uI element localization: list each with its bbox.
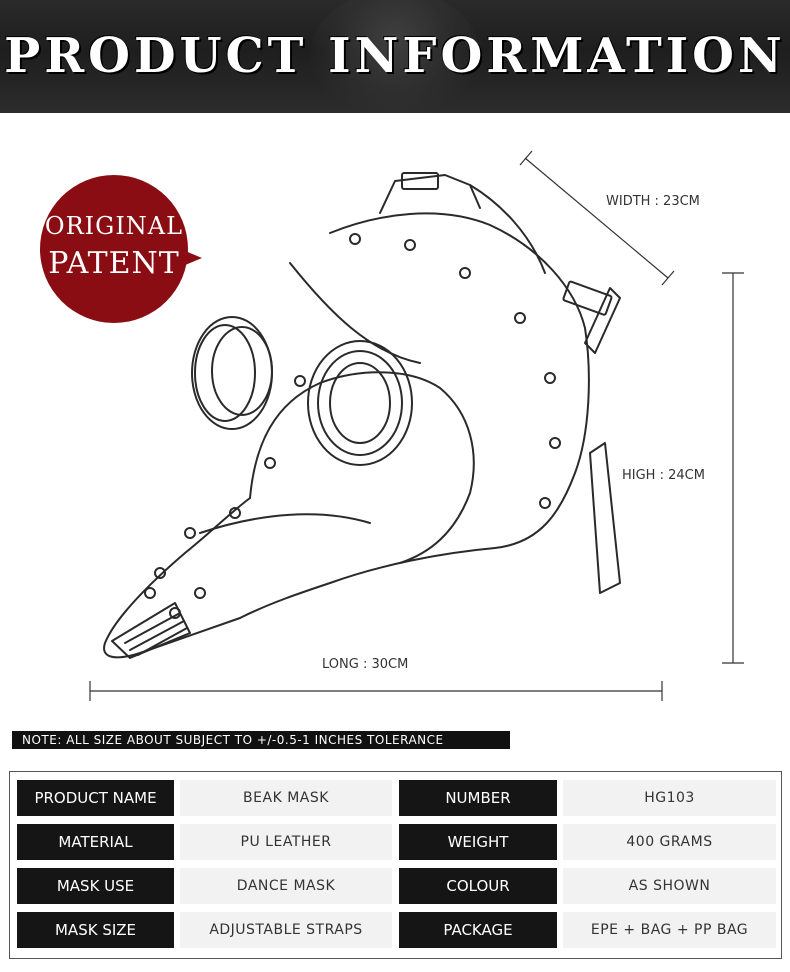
badge-pointer: [178, 248, 202, 268]
spec-value: 400 GRAMS: [563, 824, 776, 860]
badge-line-patent: PATENT: [48, 246, 180, 281]
spec-label: COLOUR: [399, 868, 557, 904]
spec-value: DANCE MASK: [180, 868, 392, 904]
spec-label: MASK SIZE: [17, 912, 174, 948]
width-dimension-line: [524, 157, 669, 279]
spec-label: NUMBER: [399, 780, 557, 816]
spec-value: EPE + BAG + PP BAG: [563, 912, 776, 948]
long-label: LONG : 30CM: [322, 657, 409, 672]
spec-value: BEAK MASK: [180, 780, 392, 816]
spec-value: AS SHOWN: [563, 868, 776, 904]
mask-hood: [239, 212, 590, 619]
mask-left-goggle: [194, 324, 256, 422]
width-label: WIDTH : 23CM: [606, 194, 700, 209]
spec-label: PACKAGE: [399, 912, 557, 948]
spec-label: MATERIAL: [17, 824, 174, 860]
mask-side-strap: [584, 287, 621, 354]
mask-top-strap: [379, 174, 481, 214]
mask-beak-grille: [111, 602, 191, 659]
spec-label: WEIGHT: [399, 824, 557, 860]
page-title: PRODUCT INFORMATION: [4, 28, 786, 84]
mask-beak: [103, 497, 251, 659]
high-label: HIGH : 24CM: [622, 468, 705, 483]
mask-right-goggle: [317, 350, 403, 456]
spec-label: PRODUCT NAME: [17, 780, 174, 816]
badge-line-original: ORIGINAL: [44, 212, 184, 240]
mask-illustration: [89, 150, 744, 701]
original-patent-badge: [40, 175, 188, 323]
specs-table: PRODUCT NAME BEAK MASK NUMBER HG103 MATE…: [9, 771, 782, 959]
mask-side-buckle: [562, 280, 613, 316]
spec-value: HG103: [563, 780, 776, 816]
mask-top-buckle: [401, 172, 439, 190]
tolerance-note: NOTE: ALL SIZE ABOUT SUBJECT TO +/-0.5-1…: [12, 731, 510, 749]
spec-value: PU LEATHER: [180, 824, 392, 860]
header-banner: PRODUCT INFORMATION: [0, 0, 790, 113]
spec-label: MASK USE: [17, 868, 174, 904]
spec-value: ADJUSTABLE STRAPS: [180, 912, 392, 948]
banner-background-figure: [310, 0, 480, 113]
